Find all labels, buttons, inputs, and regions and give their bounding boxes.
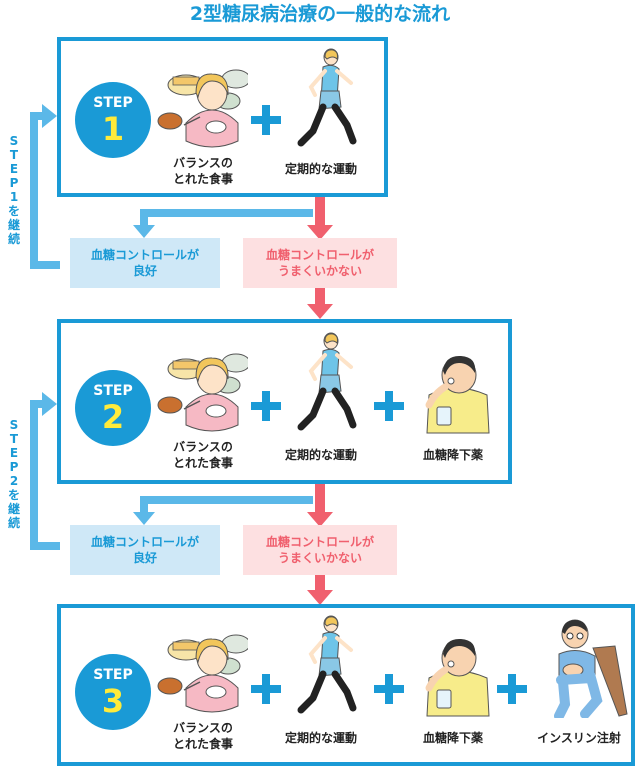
- good-control-box-1: 血糖コントロールが 良好: [70, 238, 220, 288]
- step2-item-label-medicine: 血糖降下薬: [422, 448, 483, 462]
- plus-icon: [374, 391, 404, 421]
- step3-item-label-meal: バランスの とれた食事: [172, 721, 233, 751]
- good-control-box-2: 血糖コントロールが 良好: [70, 525, 220, 575]
- pill-man-icon: [415, 630, 501, 720]
- running-woman-icon: [295, 47, 359, 147]
- meal-woman-icon: [157, 634, 248, 713]
- poor-control-box-1: 血糖コントロールが うまくいかない: [243, 238, 397, 288]
- step3-badge-word: STEP: [93, 667, 133, 683]
- step2-badge-word: STEP: [93, 383, 133, 399]
- continue-step1-label: STEP1を継続: [7, 134, 20, 246]
- good-arrow-1: [140, 209, 313, 228]
- bad-arrowhead-1b: [307, 304, 333, 319]
- good-arrowhead-1: [133, 225, 155, 238]
- insulin-man-icon: [541, 618, 631, 718]
- step1-item-label-meal: バランスの とれた食事: [172, 156, 233, 186]
- pill-man-icon: [415, 347, 501, 437]
- step2-item-label-exercise: 定期的な運動: [284, 448, 357, 462]
- step3-box: STEP 3 バランスの とれた食事 定期的な運動 血糖降下薬 インスリン注射: [57, 604, 635, 766]
- step2-box: STEP 2 バランスの とれた食事 定期的な運動 血糖降下薬: [57, 319, 512, 484]
- step1-badge: STEP 1: [75, 82, 151, 158]
- step3-badge: STEP 3: [75, 654, 151, 730]
- meal-woman-icon: [157, 69, 248, 148]
- page-title: 2型糖尿病治療の一般的な流れ: [189, 3, 451, 25]
- plus-icon: [251, 674, 281, 704]
- step1-badge-word: STEP: [93, 95, 133, 111]
- step2-item-label-meal: バランスの とれた食事: [172, 440, 233, 470]
- bad-arrowhead-2a: [307, 512, 333, 527]
- running-woman-icon: [295, 614, 359, 714]
- continue-step2-label: STEP2を継続: [7, 418, 20, 530]
- bad-arrowhead-2b: [307, 590, 333, 605]
- step1-item-label-exercise: 定期的な運動: [284, 162, 357, 176]
- plus-icon: [497, 674, 527, 704]
- poor-control-box-2: 血糖コントロールが うまくいかない: [243, 525, 397, 575]
- bad-arrowhead-1a: [307, 225, 333, 240]
- meal-woman-icon: [157, 353, 248, 432]
- plus-icon: [251, 391, 281, 421]
- step3-item-label-exercise: 定期的な運動: [284, 731, 357, 745]
- plus-icon: [374, 674, 404, 704]
- running-woman-icon: [295, 331, 359, 431]
- step3-badge-number: 3: [101, 682, 125, 720]
- step2-badge-number: 2: [101, 398, 125, 436]
- step3-item-label-medicine: 血糖降下薬: [422, 731, 483, 745]
- continue-loop-arrowhead-2: [42, 392, 57, 416]
- good-arrowhead-2: [133, 512, 155, 525]
- step1-badge-number: 1: [101, 110, 125, 148]
- continue-loop-arrowhead-1: [42, 104, 57, 128]
- step3-item-label-insulin: インスリン注射: [537, 731, 621, 745]
- continue-loop-arrow-1: [30, 112, 60, 269]
- step2-badge: STEP 2: [75, 370, 151, 446]
- plus-icon: [251, 105, 281, 135]
- good-arrow-2: [140, 496, 313, 515]
- continue-loop-arrow-2: [30, 400, 60, 550]
- step1-box: STEP 1 バランスの とれた食事 定期的な運動: [57, 37, 388, 197]
